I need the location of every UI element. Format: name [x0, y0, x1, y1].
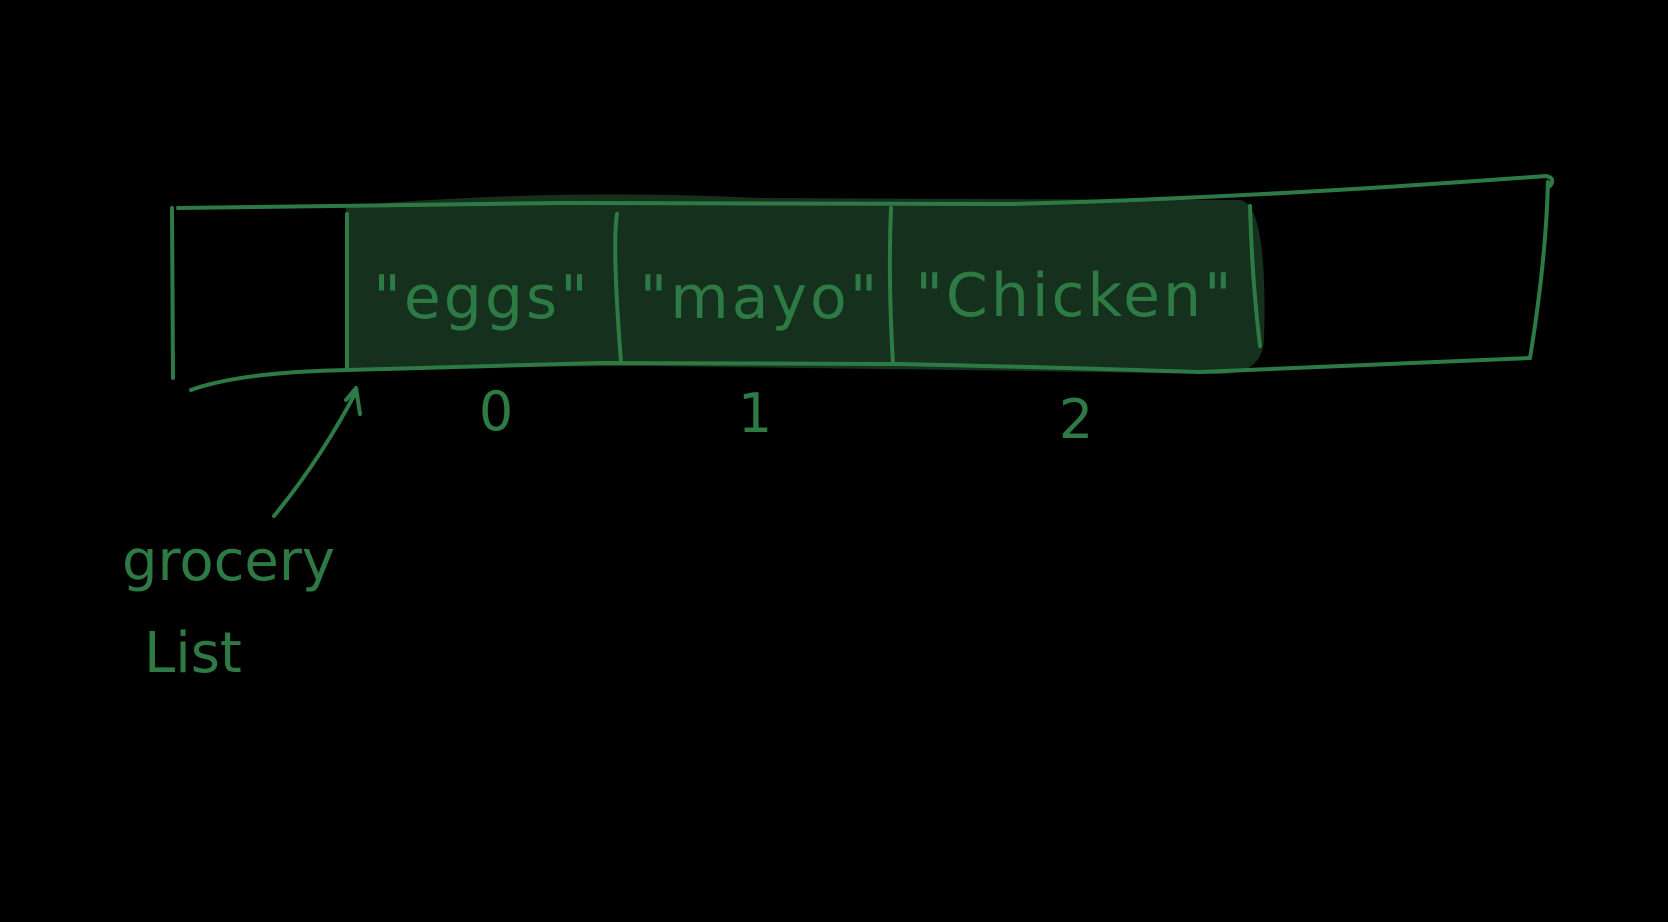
cell-divider-1 [613, 212, 623, 364]
array-bottom-edge [189, 356, 1532, 392]
cell-index-1: 1 [738, 382, 772, 445]
cell-value-0: "eggs" [373, 263, 591, 333]
cell-divider-2 [887, 206, 895, 366]
pointer-arrow [272, 390, 358, 518]
array-top-edge [176, 174, 1555, 210]
pointer-label-line1: grocery [122, 529, 335, 594]
pointer-arrowhead [344, 386, 362, 416]
array-right-edge [1528, 180, 1550, 360]
cell-value-2: "Chicken" [915, 261, 1234, 331]
pointer-label-line2: List [144, 621, 242, 686]
cell-index-2: 2 [1059, 388, 1093, 451]
occupied-cells-fill [346, 194, 1265, 374]
cell-value-1: "mayo" [640, 263, 881, 333]
array-left-edge [170, 206, 175, 380]
cell-index-0: 0 [479, 380, 513, 443]
cell-divider-3 [1248, 204, 1262, 348]
